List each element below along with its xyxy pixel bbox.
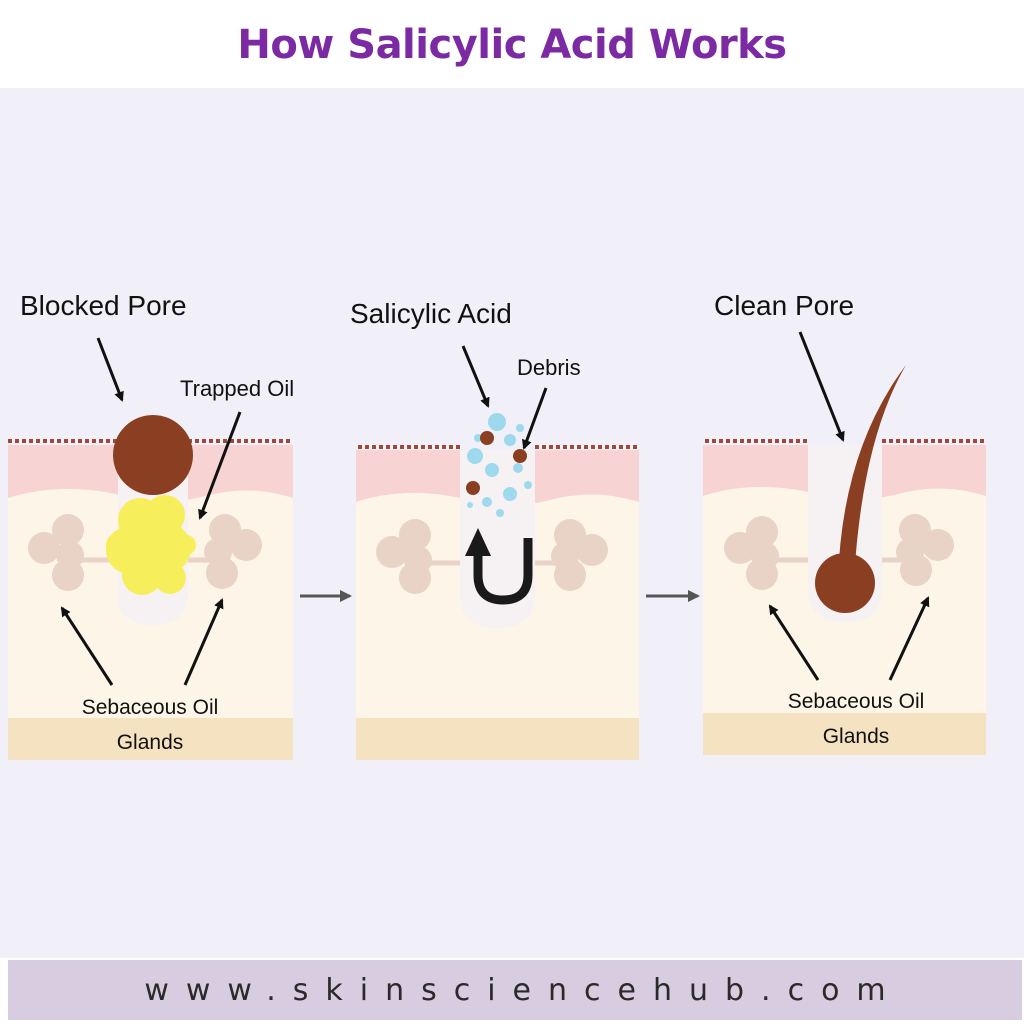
u-turn-arrow-icon [473,538,533,605]
debris-particles [466,431,527,495]
label-glands-line1-p1: Sebaceous Oil [82,696,219,719]
arrow-to-gland-left-3 [768,604,820,681]
label-salicylic-acid: Salicylic Acid [350,298,512,329]
arrow-to-acid [461,345,490,408]
arrow-to-debris [522,387,548,450]
arrow-to-clean-pore [798,331,845,442]
label-debris: Debris [517,355,581,380]
sebaceous-gland-right-1 [188,514,262,589]
label-glands-line2-p3: Glands [823,725,890,748]
label-blocked-pore: Blocked Pore [20,290,187,321]
arrow-to-gland-left-1 [60,606,114,686]
sebaceous-gland-left-2 [376,519,460,594]
hair-shaft [838,365,906,580]
footer-bar: www.skinsciencehub.com [8,960,1022,1020]
panel-clean-pore: Clean Pore Sebaceous Oil Glands [703,290,986,755]
arrow-to-gland-right-3 [888,596,930,681]
debris-plug [113,415,193,495]
label-trapped-oil: Trapped Oil [180,376,294,401]
u-turn-arrow-head [465,528,491,556]
sebaceous-gland-left-3 [724,516,808,590]
panel-blocked-pore: Blocked Pore Trapped Oil Sebaceous Oil G… [8,290,294,760]
label-clean-pore: Clean Pore [714,290,854,321]
hair-follicle-bulb [815,553,875,613]
sebaceous-gland-right-2 [535,519,608,591]
arrow-to-trapped-oil [198,411,242,520]
sebaceous-gland-left-1 [28,514,118,591]
acid-bubbles [467,413,532,517]
panel-salicylic-acid: Salicylic Acid Debris [350,298,639,760]
arrow-to-gland-right-1 [183,598,224,686]
sebaceous-gland-right-3 [882,514,954,586]
label-glands-line2-p1: Glands [117,731,184,754]
arrow-to-blocked-pore [96,337,124,402]
footer-url[interactable]: www.skinsciencehub.com [144,972,903,1008]
trapped-oil-blob [106,495,196,595]
page-title: How Salicylic Acid Works [237,22,787,68]
label-glands-line1-p3: Sebaceous Oil [788,690,925,713]
